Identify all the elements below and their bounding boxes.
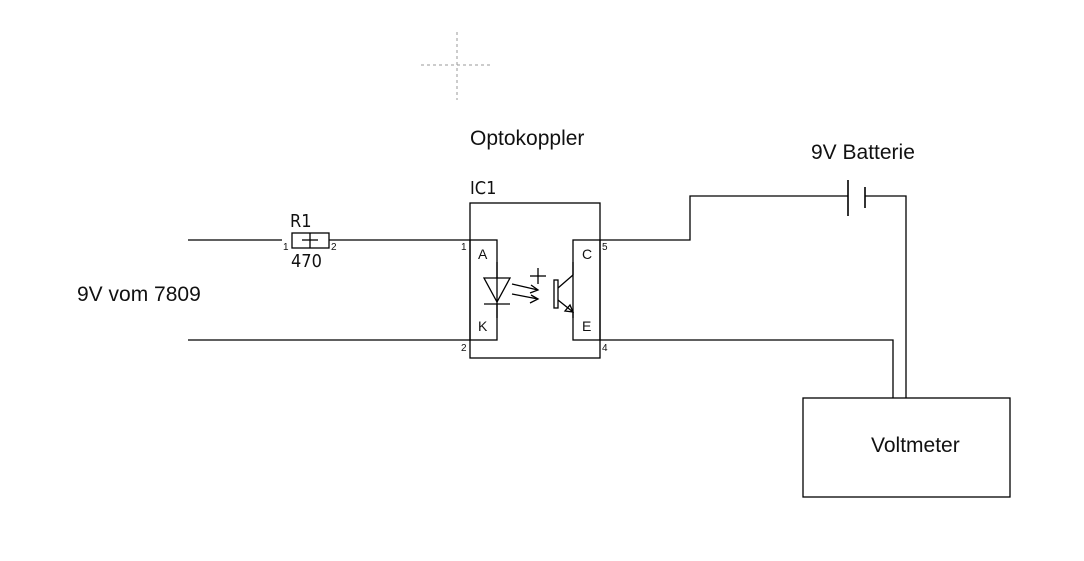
resistor-r1	[291, 232, 330, 249]
resistor-ref: R1	[290, 211, 312, 232]
battery-voltmeter-wire	[865, 195, 907, 398]
ic1-pin1: 1	[461, 242, 467, 253]
voltmeter-box	[802, 397, 1011, 498]
input-source-label: 9V vom 7809	[77, 283, 201, 306]
optocoupler-title: Optokoppler	[470, 127, 584, 150]
battery-label: 9V Batterie	[811, 141, 915, 164]
resistor-pin2: 2	[331, 242, 337, 253]
crosshair-marker	[421, 32, 491, 100]
led-symbol	[482, 262, 540, 318]
voltmeter-label: Voltmeter	[871, 434, 960, 457]
ic1-pin2: 2	[461, 343, 467, 354]
collector-wire	[600, 195, 848, 241]
ic1-pin5: 5	[602, 242, 608, 253]
ic1-anode-label: A	[478, 246, 488, 262]
battery-symbol	[847, 180, 866, 216]
ic1-led-section	[469, 239, 498, 341]
ic1-ref: IC1	[470, 178, 496, 199]
ic1-body	[469, 202, 601, 359]
ic1-emitter-label: E	[582, 318, 591, 334]
resistor-pin1: 1	[283, 242, 289, 253]
plus-symbol	[530, 268, 546, 284]
ic1-collector-label: C	[582, 246, 592, 262]
emitter-wire	[600, 339, 894, 398]
ic1-pin4: 4	[602, 343, 608, 354]
phototransistor-symbol	[553, 262, 575, 318]
resistor-value: 470	[291, 251, 322, 272]
ic1-cathode-label: K	[478, 318, 488, 334]
ic1-transistor-section	[572, 239, 601, 341]
